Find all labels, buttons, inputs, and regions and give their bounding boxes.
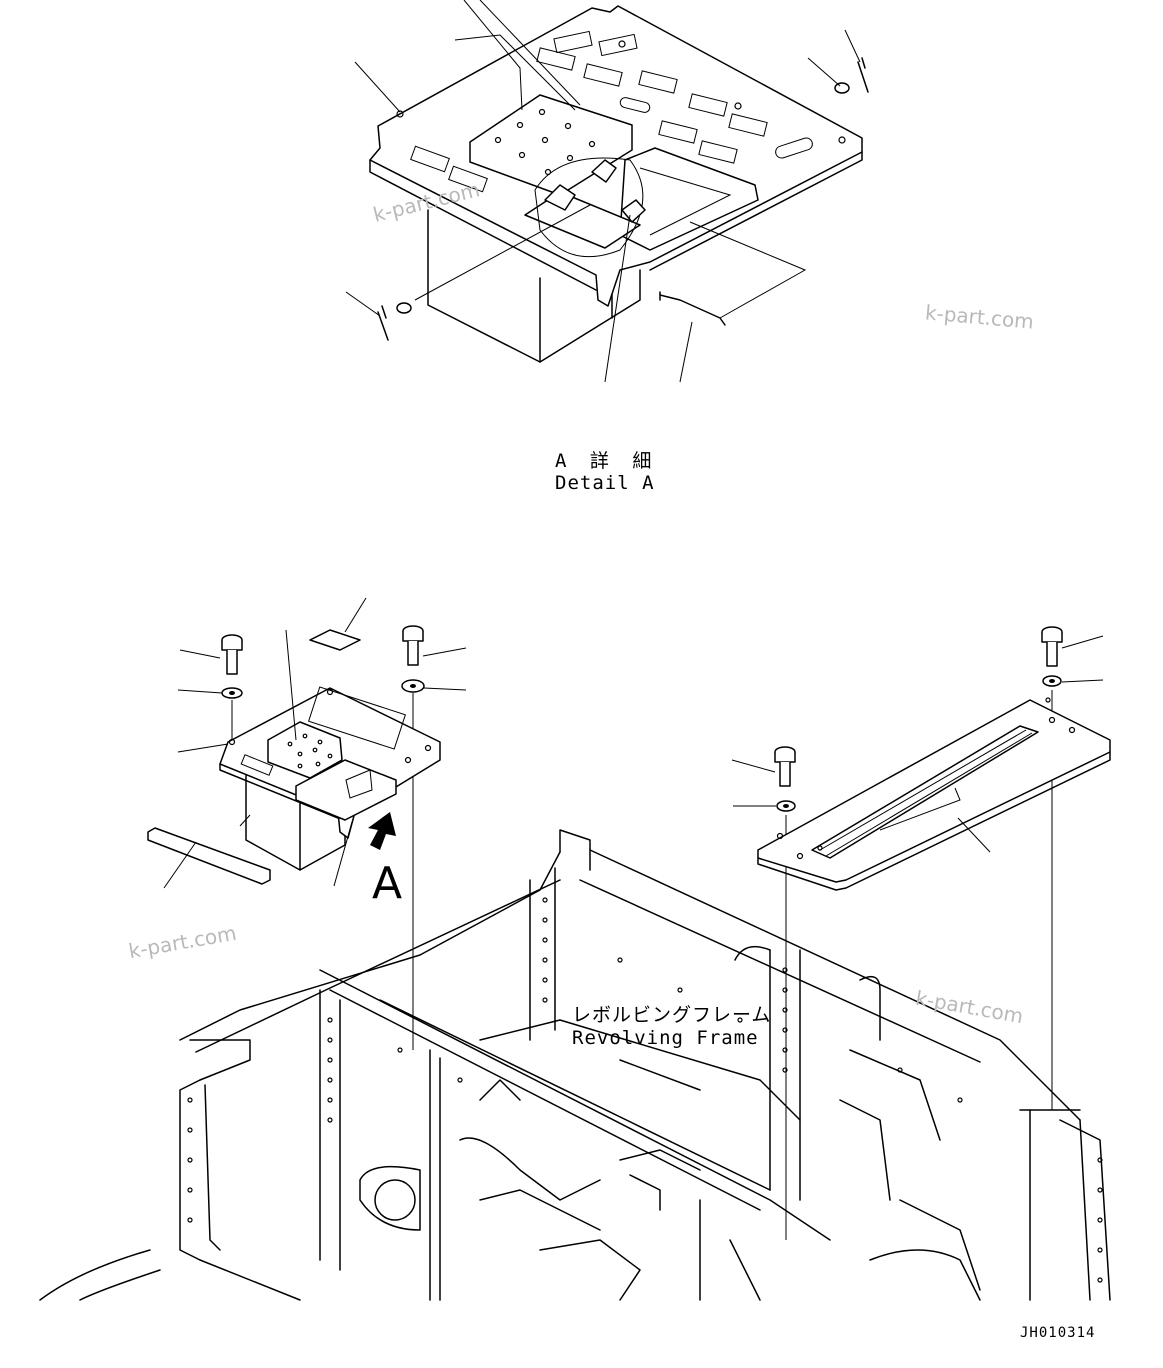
cover-plate-assembly	[731, 626, 1111, 1240]
detail-a-plate-assembly	[345, 0, 869, 383]
bolt-center	[401, 625, 467, 1050]
detail-a-title-jp: A 詳 細	[555, 450, 658, 472]
revolving-frame-label-jp: レボルビングフレーム	[572, 1004, 772, 1026]
drawing-number: JH010314	[1020, 1325, 1096, 1341]
bolt-left	[177, 634, 243, 740]
detail-a-title-en: Detail A	[555, 472, 655, 494]
revolving-frame-label-en: Revolving Frame	[572, 1027, 759, 1049]
view-a-marker: A	[372, 858, 403, 909]
battery-box-assembly	[147, 597, 467, 1050]
revolving-frame	[39, 829, 1111, 1301]
